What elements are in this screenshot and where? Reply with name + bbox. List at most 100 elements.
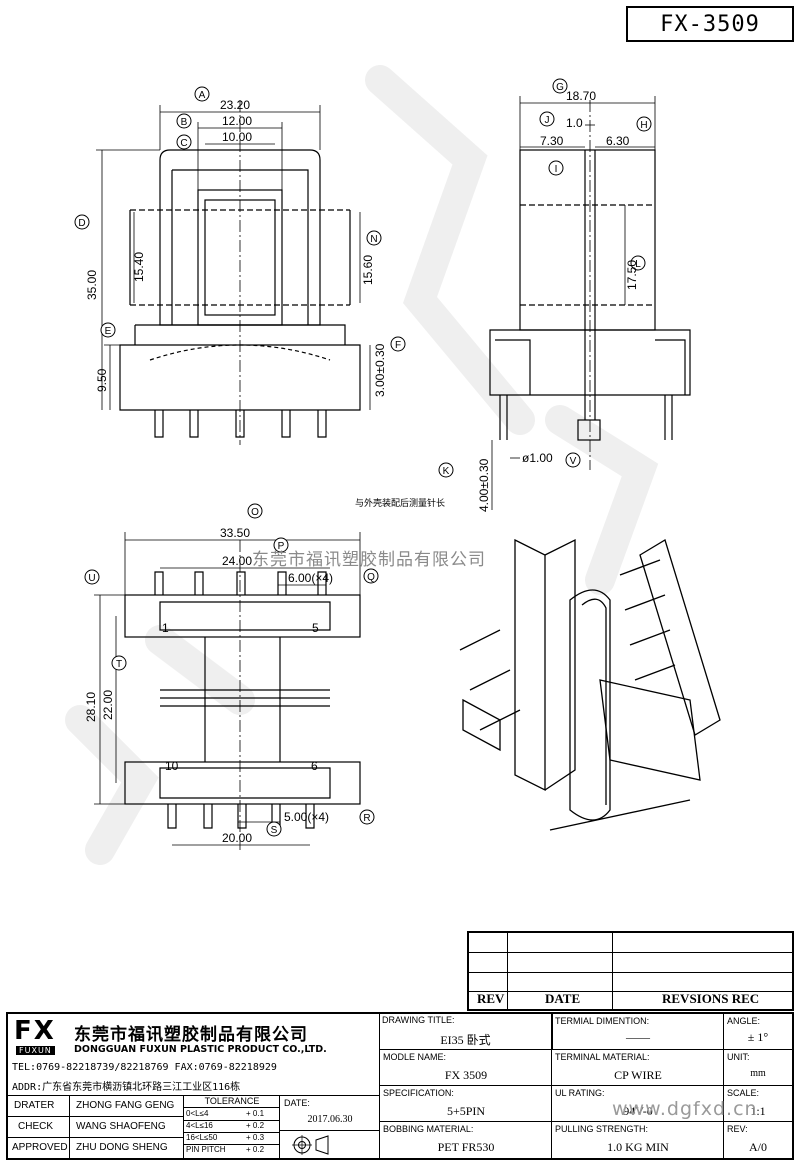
svg-text:C: C xyxy=(180,138,187,149)
angle-label: ANGLE: xyxy=(727,1016,761,1026)
label-N: N xyxy=(366,230,382,246)
dim-T: 22.00 xyxy=(101,690,115,720)
drawing-title-label: DRAWING TITLE: xyxy=(382,1015,455,1025)
pin-5: 5 xyxy=(312,621,319,635)
company-addr: ADDR:广东省东莞市横沥镇北环路三江工业区116栋 xyxy=(12,1082,241,1093)
term-dim-value: —— xyxy=(626,1030,650,1044)
label-S: S xyxy=(266,821,282,837)
angle-value: ± 1° xyxy=(747,1030,769,1044)
measurement-note: 与外壳装配后测量针长 xyxy=(355,499,446,509)
logo: FX xyxy=(14,1016,56,1046)
technical-drawing: A B C D N E F G J H I L K V O P Q U T S … xyxy=(65,65,721,865)
tol-r4b: + 0.2 xyxy=(246,1145,265,1154)
fields-col-3: ANGLE: ± 1° UNIT: mm SCALE: 1:1 REV: A/0 xyxy=(724,1014,792,1158)
label-Q: Q xyxy=(363,568,379,584)
fields-col-1: DRAWING TITLE: EI35 卧式 MODLE NAME: FX 35… xyxy=(379,1013,553,1158)
svg-text:O: O xyxy=(251,507,259,518)
label-E: E xyxy=(100,322,116,338)
title-block: FX FUXUN 东莞市福讯塑胶制品有限公司 DONGGUAN FUXUN PL… xyxy=(6,1012,794,1160)
svg-text:G: G xyxy=(556,82,564,93)
drater-label: DRATER xyxy=(8,1096,70,1117)
ul-label: UL RATING: xyxy=(555,1088,605,1098)
model-name: FX 3509 xyxy=(444,1068,488,1082)
dim-N2: 15.60 xyxy=(361,255,375,285)
svg-text:K: K xyxy=(443,466,450,477)
label-V: V xyxy=(565,452,581,468)
tol-r3b: + 0.3 xyxy=(246,1133,265,1142)
svg-text:A: A xyxy=(199,90,206,101)
drawing-title: EI35 卧式 xyxy=(440,1033,491,1047)
svg-text:L: L xyxy=(635,259,641,270)
company-name-en: DONGGUAN FUXUN PLASTIC PRODUCT CO.,LTD. xyxy=(74,1044,327,1055)
front-view xyxy=(119,100,361,445)
background-watermark xyxy=(65,65,659,865)
company-name-cn: 东莞市福讯塑胶制品有限公司 xyxy=(74,1025,308,1045)
part-number-box: FX-3509 xyxy=(626,6,794,42)
label-A: A xyxy=(194,86,210,102)
svg-text:T: T xyxy=(116,659,122,670)
side-view xyxy=(489,100,691,470)
company-area: FX FUXUN 东莞市福讯塑胶制品有限公司 DONGGUAN FUXUN PL… xyxy=(8,1014,380,1096)
fields-col-2: TERMIAL DIMENTION: —— TERMINAL MATERIAL:… xyxy=(552,1014,724,1158)
term-mat-label: TERMINAL MATERIAL: xyxy=(555,1052,650,1062)
label-I: I xyxy=(548,160,564,176)
dim-L: 17.50 xyxy=(625,260,639,290)
tolerance-title: TOLERANCE xyxy=(184,1096,280,1108)
label-B: B xyxy=(176,113,192,129)
pin-10: 10 xyxy=(165,759,179,773)
dim-U: 28.10 xyxy=(84,692,98,722)
label-L: L xyxy=(630,255,646,271)
dim-A: 23.20 xyxy=(220,98,250,112)
unit-label: UNIT: xyxy=(727,1052,750,1062)
revisions-header: REVSIONS REC xyxy=(662,991,760,1006)
drater-name: ZHONG FANG GENG xyxy=(70,1096,184,1117)
svg-text:B: B xyxy=(181,117,188,128)
ul-value: 94V-0 xyxy=(623,1104,653,1118)
svg-text:S: S xyxy=(271,825,278,836)
spec-label: SPECIFICATION: xyxy=(383,1088,454,1098)
svg-text:V: V xyxy=(570,456,577,467)
bottom-view xyxy=(124,540,361,850)
rev-label: REV: xyxy=(727,1124,748,1134)
dimension-texts: 23.20 12.00 10.00 35.00 15.40 15.60 9.50… xyxy=(84,89,639,845)
scale-value: 1:1 xyxy=(750,1104,766,1118)
tol-r1a: 0<L≤4 xyxy=(186,1109,209,1118)
circle-labels: A B C D N E F G J H I L K V O P Q U T S … xyxy=(74,78,652,837)
dim-E: 9.50 xyxy=(95,368,109,392)
svg-text:J: J xyxy=(545,115,550,126)
pull-label: PULLING STRENGTH: xyxy=(555,1124,649,1134)
front-dimension-lines xyxy=(96,105,371,410)
check-name: WANG SHAOFENG xyxy=(70,1117,184,1138)
svg-text:U: U xyxy=(88,573,95,584)
projection-symbol-icon xyxy=(292,1135,329,1155)
tol-r2b: + 0.2 xyxy=(246,1121,265,1130)
dim-P: 24.00 xyxy=(222,554,252,568)
date-header: DATE xyxy=(545,991,581,1006)
dim-F: 3.00±0.30 xyxy=(373,343,387,397)
tol-r1b: + 0.1 xyxy=(246,1109,265,1118)
pin-6: 6 xyxy=(311,759,318,773)
dim-D: 35.00 xyxy=(85,270,99,300)
dim-V: ø1.00 xyxy=(522,451,553,465)
dim-I: 7.30 xyxy=(540,134,564,148)
label-H: H xyxy=(636,116,652,132)
check-label: CHECK xyxy=(8,1117,70,1138)
label-O: O xyxy=(247,503,263,519)
label-T: T xyxy=(111,655,127,671)
dim-Q: 6.00(×4) xyxy=(288,571,333,585)
dim-J: 1.0 xyxy=(566,116,583,130)
svg-text:R: R xyxy=(363,813,370,824)
unit-value: mm xyxy=(750,1068,766,1079)
svg-text:Q: Q xyxy=(367,572,375,583)
date-label: DATE: xyxy=(284,1098,310,1108)
dim-G: 18.70 xyxy=(566,89,596,103)
label-J: J xyxy=(539,111,555,127)
svg-text:P: P xyxy=(278,541,285,552)
company-tel: TEL:0769-82218739/82218769 FAX:0769-8221… xyxy=(12,1062,277,1073)
label-F: F xyxy=(390,336,406,352)
svg-text:F: F xyxy=(395,340,401,351)
label-P: P xyxy=(273,537,289,553)
rev-header: REV xyxy=(477,991,505,1006)
date-area: DATE: 2017.06.30 xyxy=(280,1096,380,1158)
dim-N1: 15.40 xyxy=(132,252,146,282)
